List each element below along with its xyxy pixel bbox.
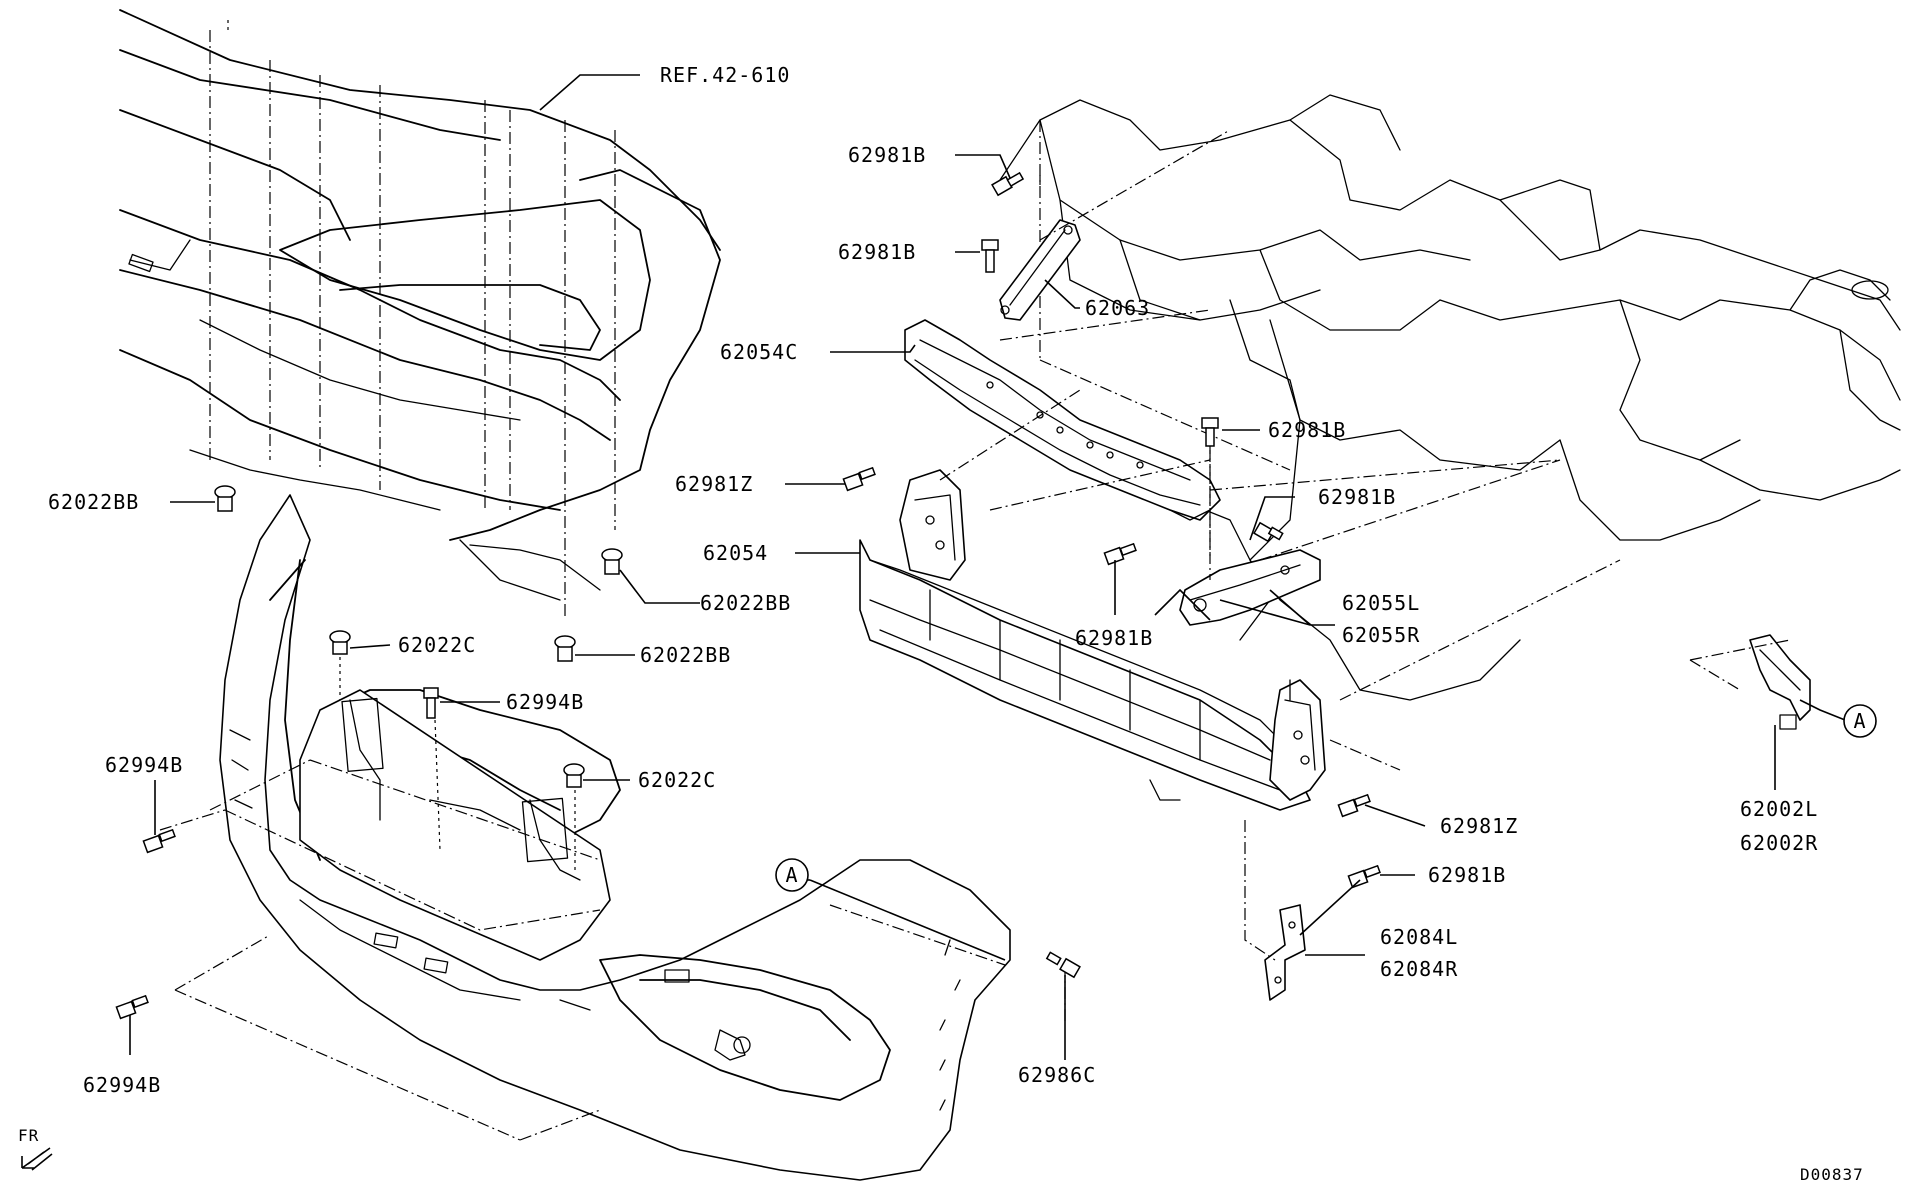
part-62994b-label: 62994B [83, 1073, 161, 1097]
part-62994b-label: 62994B [506, 690, 584, 714]
upper-bumper-cover [119, 9, 721, 601]
assembly-guide-lines [159, 650, 1066, 1141]
bolt-icon [1103, 542, 1137, 566]
part-62981b-label: 62981B [1268, 418, 1346, 442]
clip-icon [601, 548, 623, 575]
part-62986c-label: 62986C [1018, 1063, 1096, 1087]
screw-icon [115, 994, 149, 1020]
screw-icon [423, 687, 439, 719]
part-62022c-label: 62022C [638, 768, 716, 792]
part-62981z-label: 62981Z [675, 472, 753, 496]
ref-42-610-label: REF.42-610 [660, 63, 790, 87]
part-62981b-label: 62981B [838, 240, 916, 264]
part-labels: REF.42-610 62981B 62981B 62063 62054C 62… [48, 63, 1818, 1097]
clip-icon [563, 763, 585, 788]
under-panel [299, 689, 611, 961]
part-62981b-label: 62981B [848, 143, 926, 167]
part-62084r-label: 62084R [1380, 957, 1458, 981]
bolt-icon [981, 239, 999, 273]
stay-bracket [999, 219, 1081, 321]
lower-bracket [1264, 904, 1306, 1001]
part-62022c-label: 62022C [398, 633, 476, 657]
part-62022bb-label: 62022BB [640, 643, 731, 667]
clip-icon [214, 485, 236, 512]
part-62981b-label: 62981B [1318, 485, 1396, 509]
clip-icon [329, 630, 351, 655]
front-direction-indicator: FR [18, 1126, 53, 1171]
part-62981b-label: 62981B [1075, 626, 1153, 650]
part-62055l-label: 62055L [1342, 591, 1420, 615]
front-label: FR [18, 1126, 39, 1145]
bolt-icon [1347, 864, 1381, 889]
upper-cross-rail [904, 319, 1221, 521]
svg-text:A: A [1853, 709, 1866, 733]
callout-a-right: A [1843, 704, 1877, 738]
center-guide-lines [939, 129, 1621, 961]
bolt-icon [1253, 521, 1284, 543]
bolt-icon [1201, 417, 1219, 447]
bolt-icon [842, 466, 876, 492]
part-62063-label: 62063 [1085, 296, 1150, 320]
part-62055r-label: 62055R [1342, 623, 1420, 647]
callout-a-left: A [775, 858, 809, 892]
bolt-icon [1045, 951, 1081, 979]
headlamp-bracket [1689, 634, 1811, 730]
part-62054-label: 62054 [703, 541, 768, 565]
part-62022bb-label: 62022BB [48, 490, 139, 514]
bolt-icon [1337, 793, 1371, 818]
part-62084l-label: 62084L [1380, 925, 1458, 949]
part-62022bb-label: 62022BB [700, 591, 791, 615]
vehicle-body-structure [999, 94, 1901, 701]
drawing-number: D00837 [1800, 1165, 1864, 1184]
fasteners [115, 171, 1381, 1020]
clip-icon [554, 635, 576, 662]
part-62981z-label: 62981Z [1440, 814, 1518, 838]
screw-icon [142, 828, 176, 854]
bumper-reinforcement [859, 469, 1326, 811]
bolt-icon [991, 171, 1025, 197]
arrow-left-down-icon [21, 1147, 53, 1171]
part-62002l-label: 62002L [1740, 797, 1818, 821]
part-62981b-label: 62981B [1428, 863, 1506, 887]
clip-locator-lines [209, 20, 616, 620]
svg-text:A: A [785, 863, 798, 887]
part-62054c-label: 62054C [720, 340, 798, 364]
part-62994b-label: 62994B [105, 753, 183, 777]
part-62002r-label: 62002R [1740, 831, 1818, 855]
leader-lines [129, 74, 1846, 1060]
